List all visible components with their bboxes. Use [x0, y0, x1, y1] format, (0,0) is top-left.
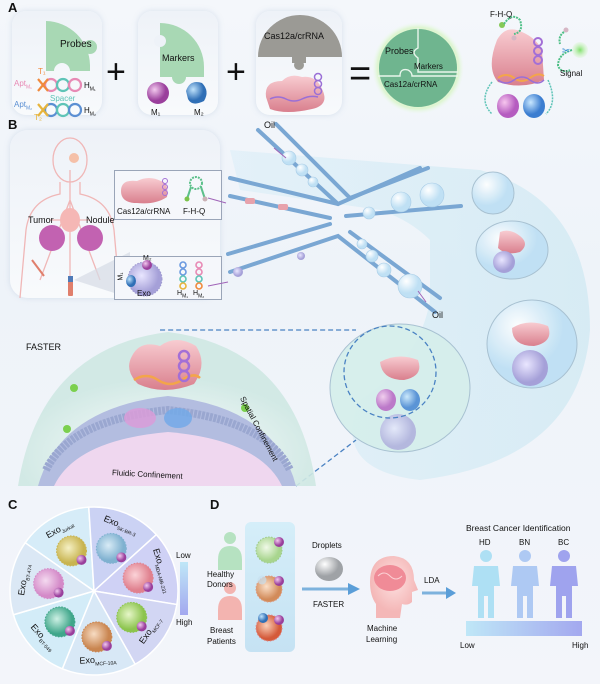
apt2-label: AptM₂: [14, 100, 33, 112]
c-scale-low-label: Low: [176, 551, 191, 560]
combined-markers-label: Markers: [414, 62, 443, 71]
breast-label-2: Patients: [207, 637, 236, 646]
cas-reagent-box: Cas12a/crRNA F-H-Q: [114, 170, 222, 220]
tumor-label: Tumor: [28, 215, 54, 225]
probes-puzzle-label: Probes: [60, 39, 92, 50]
m2-label: M₂: [194, 108, 204, 117]
equals-operator: =: [349, 53, 372, 95]
spacer-label: Spacer: [50, 94, 76, 103]
cas-puzzle-icon: [258, 15, 342, 70]
healthy-label-1: Healthy: [207, 570, 235, 579]
d-scale-high-label: High: [572, 641, 589, 650]
plus-operator-2: +: [226, 53, 246, 91]
scissors-icon: ✂: [562, 46, 571, 57]
marker-icon: [143, 581, 154, 592]
group-label-hd: HD: [479, 538, 491, 547]
faster-label: FASTER: [26, 342, 62, 352]
healthy-label-2: Donors: [207, 580, 233, 589]
probes-card: Probes T₁ AptM₁ Spacer AptM₂ T₂ HM₁ HM₂: [12, 11, 102, 122]
marker-icon: [64, 625, 75, 636]
markers-card: Markers M₁ M₂: [138, 11, 218, 117]
arrow-to-ml-icon: [302, 583, 360, 595]
marker-icon: [136, 621, 147, 632]
combined-cas-label: Cas12a/crRNA: [384, 80, 438, 89]
ml-label-2: Learning: [366, 635, 398, 644]
oil-top-label: Oil: [264, 120, 275, 130]
ml-label-1: Machine: [367, 624, 398, 633]
sample-exosome-panel: [245, 522, 295, 652]
lda-label: LDA: [424, 576, 440, 585]
droplets-label: Droplets: [312, 541, 342, 550]
panel-c-letter: C: [8, 497, 18, 512]
combined-puzzle-circle-icon: [372, 22, 464, 114]
droplet-icon: [315, 557, 343, 581]
identification-title: Breast Cancer Identification: [466, 523, 571, 533]
markers-puzzle-icon: [154, 23, 204, 84]
healthy-person-icon: [224, 532, 236, 544]
patient-person-icon: [224, 582, 236, 594]
cas-reagent-label: Cas12a/crRNA: [117, 207, 171, 216]
breast-label-1: Breast: [210, 626, 234, 635]
t1-label: T₁: [38, 67, 46, 76]
brain-head-icon: [370, 556, 418, 618]
oil-bottom-label: Oil: [432, 310, 443, 320]
markers-puzzle-label: Markers: [162, 53, 195, 63]
apt1-label: AptM₁: [14, 79, 32, 91]
panel-b-letter: B: [8, 117, 18, 132]
d-scale-low-label: Low: [460, 641, 475, 650]
group-person-icons: [472, 550, 578, 618]
exo-h2-label: HM₂: [193, 290, 205, 300]
cas-reagent-icon: [121, 176, 208, 204]
h2-label: HM₂: [84, 106, 96, 118]
marker-icon: [53, 587, 64, 598]
cas12a-protein-icon: [265, 72, 325, 112]
marker-spheres-icon: [147, 82, 207, 104]
cell-line-label: ExoMCF-10A: [79, 654, 118, 668]
cas-puzzle-label: Cas12a/crRNA: [264, 31, 325, 41]
probe-helix-icon: [37, 77, 83, 118]
group-label-bn: BN: [519, 538, 531, 547]
t2-label: T₂: [34, 113, 42, 122]
c-scale-high-label: High: [176, 618, 193, 627]
group-label-bc: BC: [558, 538, 570, 547]
exosome-icon: [126, 260, 203, 297]
exo-m2-label: M₂: [143, 255, 152, 262]
marker-icon: [76, 554, 87, 565]
exo-reagent-box: M₁ M₂ Exo HM₁ HM₂: [114, 255, 222, 300]
panel-a-letter: A: [8, 0, 18, 15]
m1-label: M₁: [151, 108, 161, 117]
signal-label: Signal: [560, 69, 583, 78]
oil-droplet: [281, 150, 297, 166]
exo-h1-label: HM₁: [177, 290, 188, 300]
marker-icon: [101, 640, 112, 651]
c-color-scale-bar: [180, 562, 188, 615]
combined-probes-label: Probes: [385, 46, 414, 56]
exo-label: Exo: [137, 289, 151, 298]
activated-cas-complex-icon: [484, 15, 588, 118]
fhq-label: F-H-Q: [490, 10, 513, 19]
h1-label: HM₁: [84, 81, 96, 93]
arrow-to-identification-icon: [422, 587, 456, 599]
d-faster-label: FASTER: [313, 600, 345, 609]
nodule-label: Nodule: [86, 215, 115, 225]
people-icons: [218, 532, 242, 620]
plus-operator-1: +: [106, 53, 126, 91]
fhq-reagent-label: F-H-Q: [183, 207, 206, 216]
d-color-scale-bar: [466, 621, 582, 636]
probes-puzzle-icon: [46, 21, 97, 71]
reaction-droplet: [329, 323, 471, 453]
panel-d-letter: D: [210, 497, 220, 512]
cell-line-wheel: [9, 506, 179, 676]
reaction-droplet: [471, 171, 515, 215]
sample-exosomes-icon: [255, 536, 284, 642]
cas-card: Cas12a/crRNA: [256, 11, 342, 115]
marker-icon: [116, 552, 127, 563]
